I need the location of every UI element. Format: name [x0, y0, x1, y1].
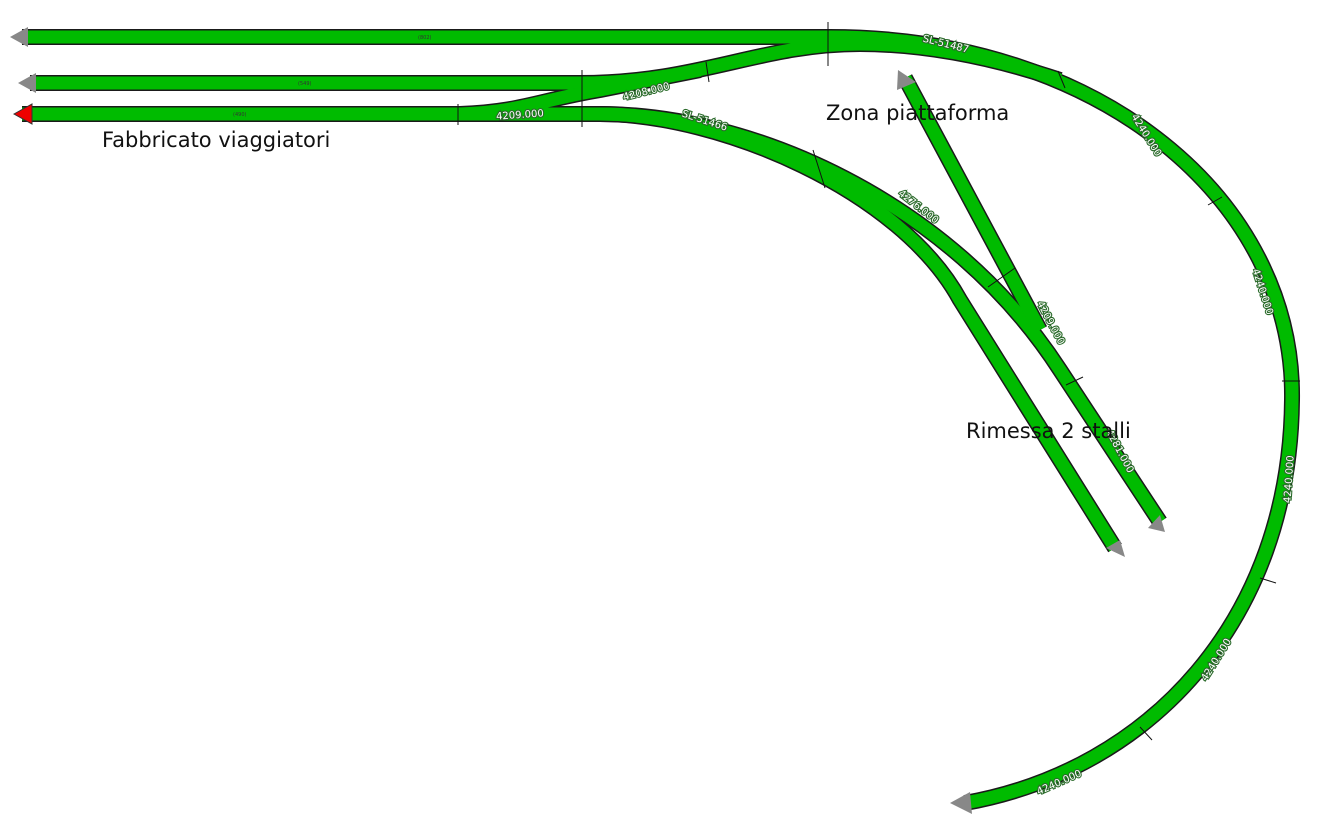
engine-shed-label: Rimessa 2 stalli — [966, 419, 1131, 443]
turntable-zone-label: Zona piattaforma — [826, 101, 1010, 125]
track-end-arrow-active[interactable] — [12, 103, 33, 125]
track-1-length: (802) — [418, 35, 431, 41]
track-3-length: (490) — [233, 112, 246, 118]
track-end-arrow-turntable[interactable] — [897, 70, 916, 90]
track-ends — [10, 27, 1165, 814]
track-end-arrow-shed-1[interactable] — [1148, 515, 1165, 532]
track-end-arrow-shed-2[interactable] — [1106, 540, 1125, 557]
loop-label-3: 4240.000 — [1282, 455, 1296, 503]
track-end-arrow-1[interactable] — [10, 27, 28, 47]
joints — [457, 22, 1300, 741]
track-3[interactable] — [22, 107, 1166, 526]
crossover-label: 4209.000 — [496, 108, 544, 122]
turntable-track[interactable] — [899, 74, 1046, 334]
track-end-arrow-2[interactable] — [18, 73, 36, 93]
track-end-arrow-loop[interactable] — [950, 792, 972, 814]
track-2-length: (549) — [298, 81, 311, 87]
tracks — [22, 30, 1299, 810]
station-building-label: Fabbricato viaggiatori — [102, 128, 331, 152]
crossover-track[interactable] — [459, 63, 702, 121]
shed-track[interactable] — [599, 107, 1121, 552]
